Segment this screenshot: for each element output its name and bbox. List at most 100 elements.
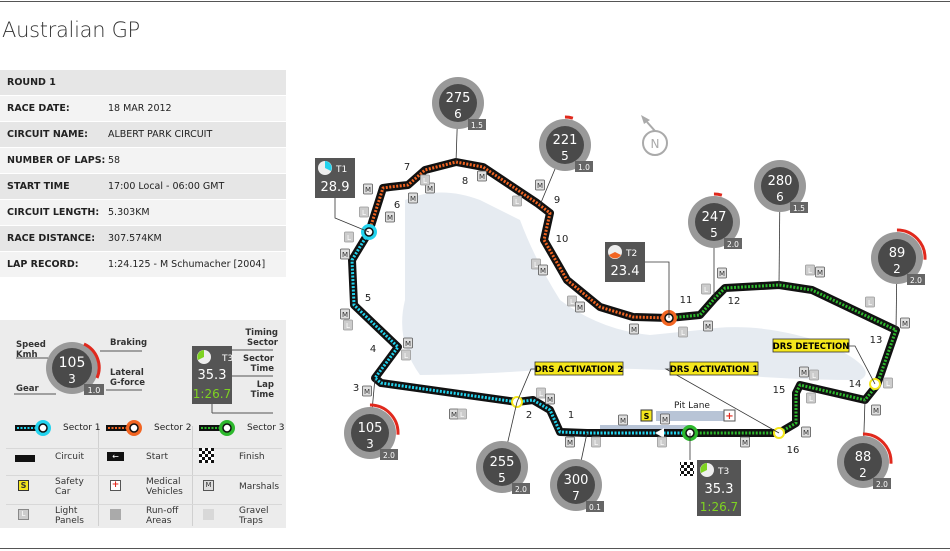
svg-text:M: M	[342, 311, 348, 319]
svg-text:1.0: 1.0	[578, 163, 590, 172]
race-info-table: ROUND 1 RACE DATE:18 MAR 2012 CIRCUIT NA…	[0, 70, 286, 278]
svg-text:280: 280	[768, 174, 793, 189]
marshal-post-icon: M	[871, 404, 881, 416]
svg-text:M: M	[451, 411, 457, 419]
svg-text:L: L	[681, 329, 685, 337]
marshal-post-icon: M	[403, 337, 413, 349]
light-panel-icon: L	[344, 231, 354, 243]
legend-sector-time-label: Sector Time	[242, 354, 274, 374]
marshal-post-icon: M	[629, 323, 639, 335]
svg-text:L: L	[539, 390, 543, 398]
svg-text:M: M	[801, 369, 807, 377]
svg-text:M: M	[427, 185, 433, 193]
svg-text:M: M	[479, 173, 485, 181]
svg-text:1.5: 1.5	[793, 204, 805, 213]
svg-text:2.0: 2.0	[727, 240, 739, 249]
svg-text:L: L	[534, 261, 538, 269]
legend-marshals: Marshals	[239, 482, 280, 492]
marshal-post-icon: M	[340, 248, 350, 260]
light-panel-icon: L	[657, 436, 667, 448]
marshal-post-icon: M	[799, 366, 809, 378]
svg-text:L: L	[868, 299, 872, 307]
svg-text:28.9: 28.9	[321, 180, 350, 195]
svg-text:255: 255	[490, 455, 515, 470]
finish-flag-icon	[199, 448, 214, 463]
marshal-post-icon: M	[703, 320, 713, 332]
svg-text:DRS DETECTION: DRS DETECTION	[773, 342, 850, 352]
light-panel-icon: L	[883, 377, 893, 389]
svg-text:L: L	[812, 372, 816, 380]
legend-finish: Finish	[239, 452, 265, 462]
svg-text:M: M	[410, 195, 416, 203]
legend-timing-sector-label: Timing Sector	[245, 328, 278, 348]
svg-text:1:26.7: 1:26.7	[700, 500, 738, 514]
marshal-post-icon: M	[900, 317, 910, 329]
light-panel-icon: L	[806, 392, 816, 404]
sector-1-dashes	[350, 231, 690, 435]
medical-icon: +	[110, 480, 121, 491]
svg-text:0.1: 0.1	[589, 503, 601, 512]
svg-text:M: M	[364, 388, 370, 396]
svg-text:L: L	[404, 352, 408, 360]
svg-text:M: M	[387, 214, 393, 222]
svg-text:35.3: 35.3	[198, 368, 227, 383]
sector-2-icon	[106, 420, 142, 436]
light-panel-icon: L	[18, 509, 29, 520]
turn-number: 11	[680, 295, 693, 306]
marshal-post-icon: M	[545, 393, 555, 405]
sample-timing-box: T3 35.3 1:26.7	[192, 346, 273, 414]
svg-text:23.4: 23.4	[611, 264, 640, 279]
marshal-post-icon: M	[717, 267, 727, 279]
turn-number: 5	[365, 293, 371, 304]
marshal-post-icon: M	[801, 426, 811, 438]
light-panel-icon: L	[359, 206, 369, 218]
marshal-post-icon: M	[660, 413, 670, 425]
gravel-icon	[203, 509, 214, 520]
turn-number: 13	[870, 335, 883, 346]
svg-text:3: 3	[68, 372, 76, 386]
sector-2-dashes	[367, 160, 670, 320]
turn-number: 9	[554, 195, 560, 206]
svg-text:L: L	[886, 380, 890, 388]
legend-light-panels: Light Panels	[55, 506, 84, 526]
svg-text:2.0: 2.0	[383, 451, 395, 460]
svg-text:105: 105	[358, 421, 383, 436]
legend-sector-1: Sector 1	[15, 418, 101, 438]
runoff-icon	[110, 509, 121, 520]
svg-text:M: M	[342, 251, 348, 259]
svg-text:2.0: 2.0	[910, 276, 922, 285]
marshal-post-icon: M	[538, 264, 548, 276]
svg-text:2: 2	[859, 466, 867, 480]
legend-runoff: Run-off Areas	[146, 506, 179, 526]
light-panel-icon: L	[809, 369, 819, 381]
svg-text:275: 275	[446, 91, 471, 106]
svg-text:T3: T3	[221, 354, 233, 364]
info-row: NUMBER OF LAPS:58	[0, 148, 286, 174]
marshal-post-icon: M	[477, 170, 487, 182]
drs-label: DRS ACTIVATION 2	[516, 361, 624, 403]
turn-number: 6	[394, 200, 400, 211]
svg-text:L: L	[808, 267, 812, 275]
svg-text:L: L	[515, 198, 519, 206]
finish-flag-icon	[680, 462, 694, 476]
legend-braking-label: Braking	[110, 338, 148, 348]
svg-text:M: M	[540, 267, 546, 275]
turn-number: 1	[568, 410, 574, 421]
info-row: RACE DISTANCE:307.574KM	[0, 226, 286, 252]
legend-gravel: Gravel Traps	[239, 506, 269, 526]
svg-text:M: M	[620, 417, 626, 425]
legend-gforce-label: Lateral G-force	[110, 368, 146, 388]
marshal-icon: M	[203, 480, 214, 491]
light-panel-icon: L	[701, 283, 711, 295]
svg-text:M: M	[567, 439, 573, 447]
svg-text:1.5: 1.5	[471, 121, 483, 130]
svg-text:Pit Lane: Pit Lane	[674, 401, 710, 411]
legend-medical: Medical Vehicles	[146, 477, 183, 497]
circuit-map: N 27561.522151.024752.028061.58922.08822…	[315, 77, 927, 516]
svg-text:T2: T2	[625, 249, 637, 259]
legend-circuit: Circuit	[55, 452, 84, 462]
